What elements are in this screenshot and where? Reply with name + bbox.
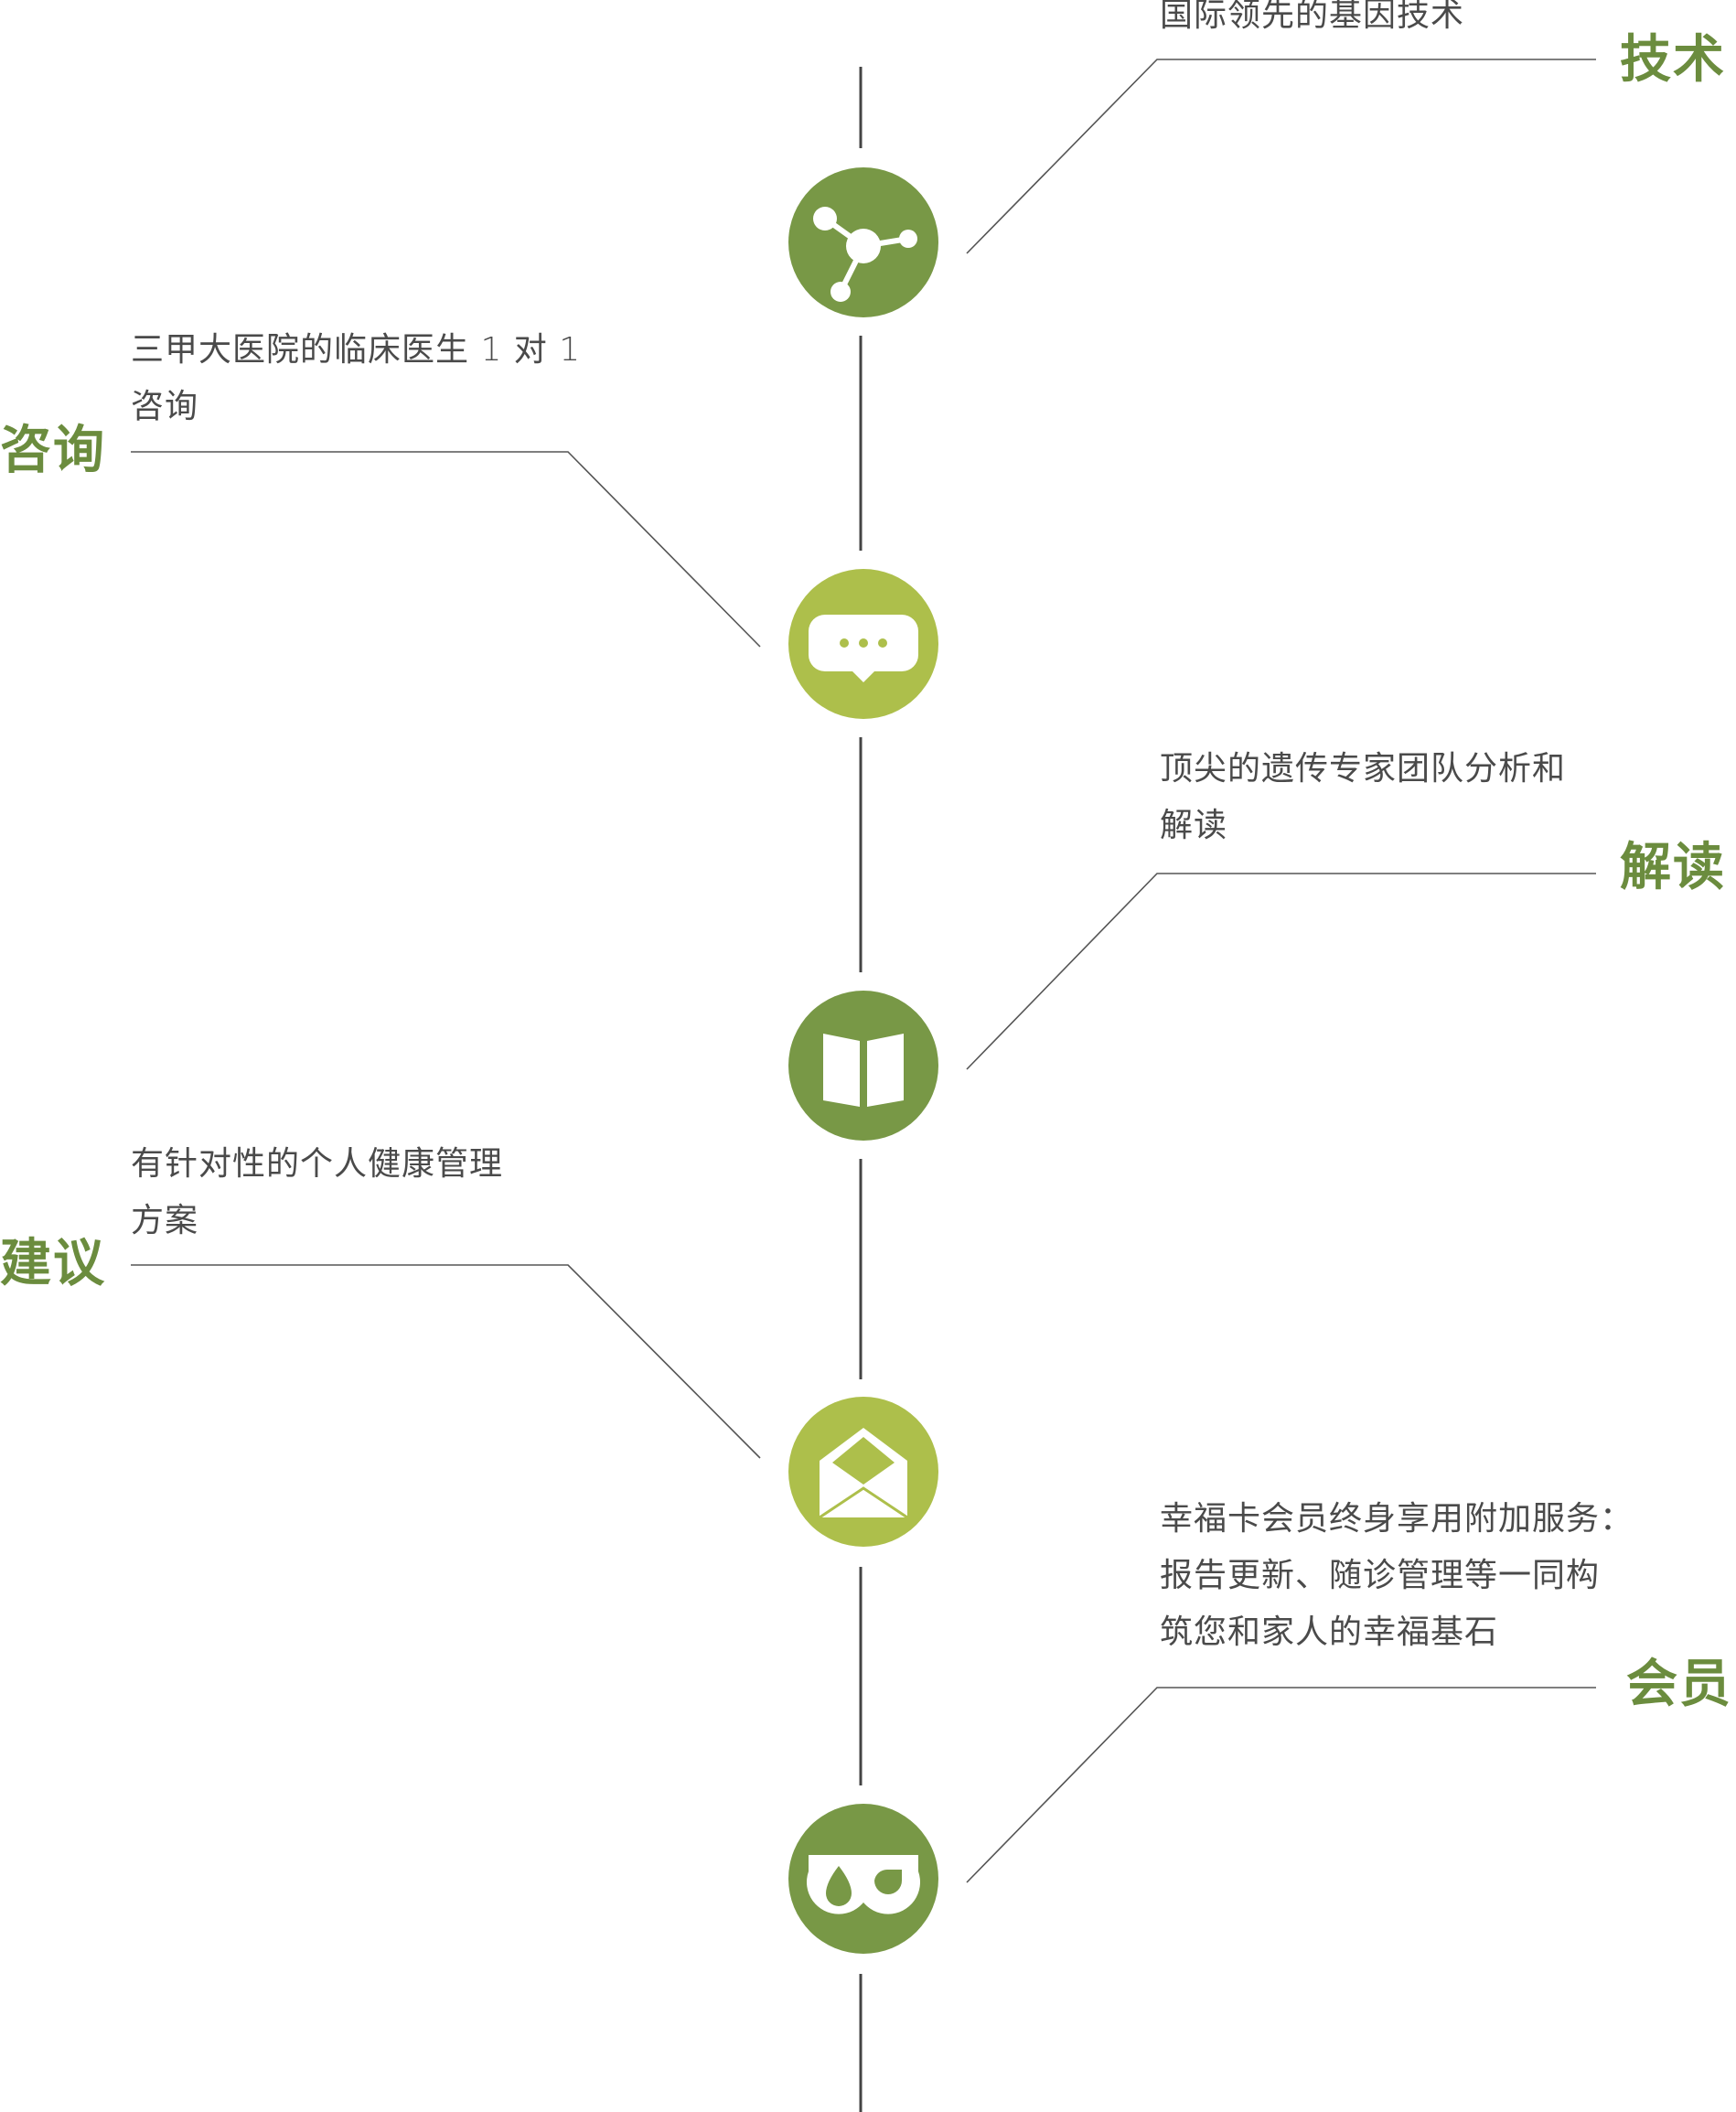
step-label-tech: 技术	[1620, 30, 1726, 90]
leader-line-advice	[131, 1264, 761, 1459]
molecule-icon	[813, 207, 917, 302]
step-description-advice: 有针对性的个人健康管理 方案	[131, 1136, 503, 1249]
chat-bubble-icon	[809, 615, 918, 682]
step-label-member: 会员	[1626, 1655, 1732, 1714]
leader-line-member	[966, 1687, 1596, 1883]
step-label-consult: 咨询	[0, 421, 106, 480]
step-description-interpret: 顶尖的遗传专家团队分析和 解读	[1160, 741, 1566, 854]
description-line: 三甲大医院的临床医生 1 对 1	[131, 331, 582, 369]
membership-icon	[807, 1855, 920, 1914]
leader-line-tech	[966, 59, 1596, 254]
description-line: 国际领先的基因技术	[1160, 0, 1465, 34]
description-line: 咨询	[131, 388, 199, 425]
description-line: 幸福卡会员终身享用附加服务：	[1160, 1500, 1634, 1538]
step-circle-consult	[788, 569, 938, 719]
leader-line-interpret	[966, 873, 1596, 1070]
envelope-icon	[819, 1428, 908, 1519]
description-line: 有针对性的个人健康管理	[131, 1145, 504, 1183]
step-circle-interpret	[788, 991, 938, 1141]
step-description-consult: 三甲大医院的临床医生 1 对 1 咨询	[131, 322, 581, 435]
step-description-member: 幸福卡会员终身享用附加服务： 报告更新、随诊管理等一同构 筑您和家人的幸福基石	[1160, 1491, 1634, 1661]
book-icon	[823, 1034, 904, 1107]
step-circle-tech	[788, 167, 938, 317]
step-label-interpret: 解读	[1620, 838, 1726, 897]
step-circle-member	[788, 1804, 938, 1954]
description-line: 筑您和家人的幸福基石	[1160, 1613, 1499, 1651]
step-label-advice: 建议	[0, 1234, 106, 1293]
description-line: 报告更新、随诊管理等一同构	[1160, 1557, 1601, 1594]
description-line: 解读	[1160, 807, 1228, 844]
description-line: 顶尖的遗传专家团队分析和	[1160, 750, 1567, 788]
description-line: 方案	[131, 1202, 199, 1239]
step-description-tech: 国际领先的基因技术	[1160, 0, 1464, 44]
leader-line-consult	[131, 451, 761, 648]
step-circle-advice	[788, 1397, 938, 1547]
